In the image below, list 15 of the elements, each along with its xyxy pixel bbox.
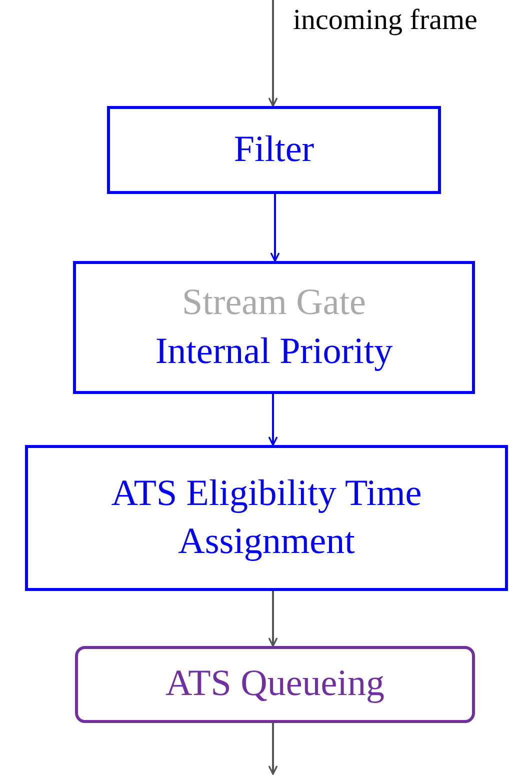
arrow [268,723,278,775]
box-label: ATS Eligibility Time Assignment [110,472,423,564]
arrow [268,394,278,446]
arrow [268,0,278,107]
queue-box [75,646,475,723]
process-box [107,106,441,194]
process-box [73,261,475,394]
arrow [268,591,278,647]
box-label: ATS Queueing [166,662,384,706]
box-label: Filter [234,128,314,172]
box-label: Stream Gate [182,281,366,326]
process-box [25,445,508,591]
box-label: Internal Priority [155,330,393,374]
edge-label: incoming frame [293,3,478,38]
arrow [270,194,280,262]
